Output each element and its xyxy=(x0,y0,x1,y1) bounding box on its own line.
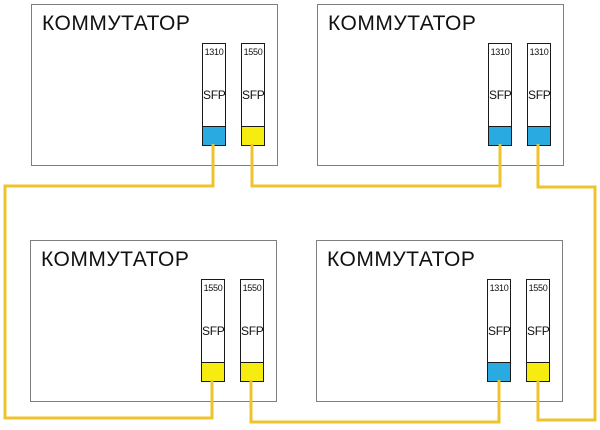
sfp-label: SFP xyxy=(241,324,264,338)
switch-top-left: КОММУТАТОР 1310 SFP 1550 SFP xyxy=(31,4,278,166)
sfp-module-port1: 1550 SFP xyxy=(201,279,225,382)
sfp-color-indicator xyxy=(487,362,511,382)
sfp-label: SFP xyxy=(488,324,511,338)
sfp-module-port2: 1550 SFP xyxy=(526,279,550,382)
switch-top-right: КОММУТАТОР 1310 SFP 1310 SFP xyxy=(317,4,564,166)
sfp-color-indicator xyxy=(241,126,265,146)
sfp-label: SFP xyxy=(203,88,226,102)
sfp-label: SFP xyxy=(202,324,225,338)
sfp-color-indicator xyxy=(202,126,226,146)
sfp-wavelength-label: 1550 xyxy=(243,47,263,57)
sfp-color-indicator xyxy=(527,126,551,146)
sfp-wavelength-label: 1550 xyxy=(203,283,223,293)
sfp-module-port2: 1550 SFP xyxy=(241,43,265,146)
switch-title: КОММУТАТОР xyxy=(328,12,477,35)
sfp-color-indicator xyxy=(488,126,512,146)
sfp-wavelength-label: 1310 xyxy=(529,47,549,57)
sfp-module-port2: 1310 SFP xyxy=(527,43,551,146)
switch-title: КОММУТАТОР xyxy=(41,248,190,271)
sfp-label: SFP xyxy=(528,88,551,102)
switch-bottom-right: КОММУТАТОР 1310 SFP 1550 SFP xyxy=(316,240,563,402)
sfp-module-port1: 1310 SFP xyxy=(202,43,226,146)
sfp-color-indicator xyxy=(201,362,225,382)
switch-title: КОММУТАТОР xyxy=(42,12,191,35)
sfp-module-port2: 1550 SFP xyxy=(240,279,264,382)
sfp-wavelength-label: 1310 xyxy=(490,47,510,57)
sfp-color-indicator xyxy=(526,362,550,382)
switch-bottom-left: КОММУТАТОР 1550 SFP 1550 SFP xyxy=(30,240,277,402)
sfp-wavelength-label: 1310 xyxy=(204,47,224,57)
sfp-module-port1: 1310 SFP xyxy=(487,279,511,382)
sfp-label: SFP xyxy=(489,88,512,102)
sfp-label: SFP xyxy=(242,88,265,102)
switch-title: КОММУТАТОР xyxy=(327,248,476,271)
sfp-color-indicator xyxy=(240,362,264,382)
sfp-wavelength-label: 1550 xyxy=(242,283,262,293)
sfp-wavelength-label: 1310 xyxy=(489,283,509,293)
sfp-wavelength-label: 1550 xyxy=(528,283,548,293)
sfp-label: SFP xyxy=(527,324,550,338)
sfp-module-port1: 1310 SFP xyxy=(488,43,512,146)
